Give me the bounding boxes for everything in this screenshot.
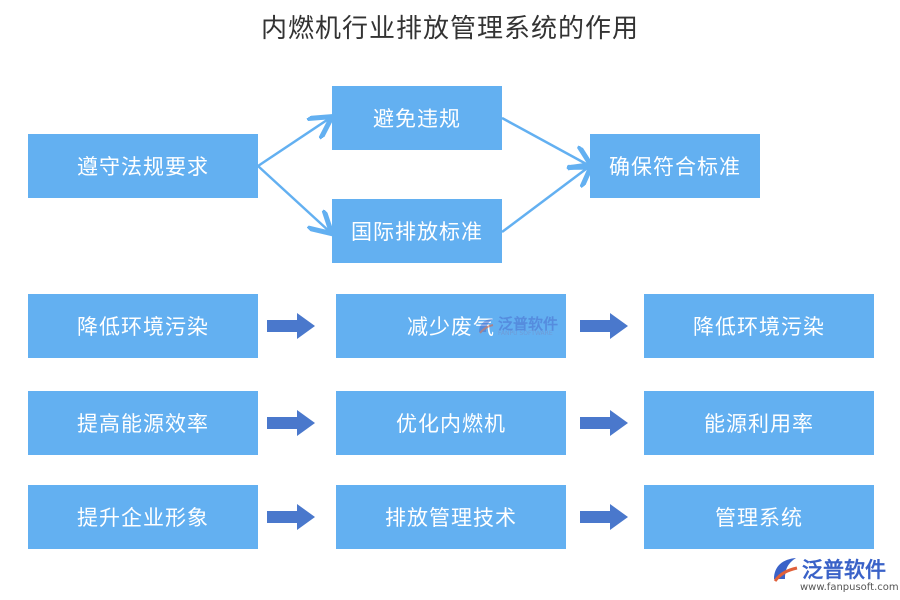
row1-start-box: 降低环境污染: [28, 294, 258, 358]
row3-arrow-2: [580, 504, 628, 530]
box-label: 降低环境污染: [693, 315, 825, 339]
row2-start-box: 提高能源效率: [28, 391, 258, 455]
row2-end-box: 能源利用率: [644, 391, 874, 455]
box-label: 管理系统: [715, 506, 803, 530]
box-label: 排放管理技术: [385, 506, 517, 530]
fanpu-logo: 泛普软件 www.fanpusoft.com: [770, 552, 899, 598]
box-label: 能源利用率: [704, 412, 814, 436]
row1-arrow-1: [267, 313, 315, 339]
box-label: 提高能源效率: [77, 412, 209, 436]
center-watermark: 泛普软件 FANPU SOFTWARE: [476, 313, 568, 339]
row1-arrow-2: [580, 313, 628, 339]
row1-end-box: 降低环境污染: [644, 294, 874, 358]
logo-name: 泛普软件: [802, 558, 886, 582]
box-avoid-violations: 避免违规: [332, 86, 502, 150]
box-label: 国际排放标准: [351, 220, 483, 244]
watermark-en: FANPU SOFTWARE: [498, 330, 553, 337]
row3-arrow-1: [267, 504, 315, 530]
box-label: 遵守法规要求: [77, 155, 209, 179]
row1-middle-box: 减少废气: [336, 294, 566, 358]
box-label: 确保符合标准: [609, 155, 741, 179]
box-label: 降低环境污染: [77, 315, 209, 339]
box-ensure-compliance: 确保符合标准: [590, 134, 760, 198]
box-label: 避免违规: [373, 107, 461, 131]
diagram-title: 内燃机行业排放管理系统的作用: [260, 14, 639, 44]
row3-middle-box: 排放管理技术: [336, 485, 566, 549]
connector-left-to-upper: [257, 118, 330, 168]
row2-arrow-2: [580, 410, 628, 436]
connector-upper-to-right: [501, 116, 590, 166]
box-label: 减少废气: [407, 315, 495, 339]
box-comply-regulations: 遵守法规要求: [28, 134, 258, 198]
connector-lower-to-right: [501, 166, 590, 233]
watermark-name: 泛普软件: [498, 315, 559, 333]
connector-left-to-lower: [257, 165, 330, 232]
fanpu-logo-icon: [479, 319, 494, 334]
box-label: 优化内燃机: [396, 412, 506, 436]
box-international-standards: 国际排放标准: [332, 199, 502, 263]
row3-start-box: 提升企业形象: [28, 485, 258, 549]
box-label: 提升企业形象: [77, 506, 209, 530]
logo-url: www.fanpusoft.com: [800, 582, 899, 593]
row2-middle-box: 优化内燃机: [336, 391, 566, 455]
row3-end-box: 管理系统: [644, 485, 874, 549]
fanpu-logo-mark-icon: [773, 558, 798, 582]
row2-arrow-1: [267, 410, 315, 436]
